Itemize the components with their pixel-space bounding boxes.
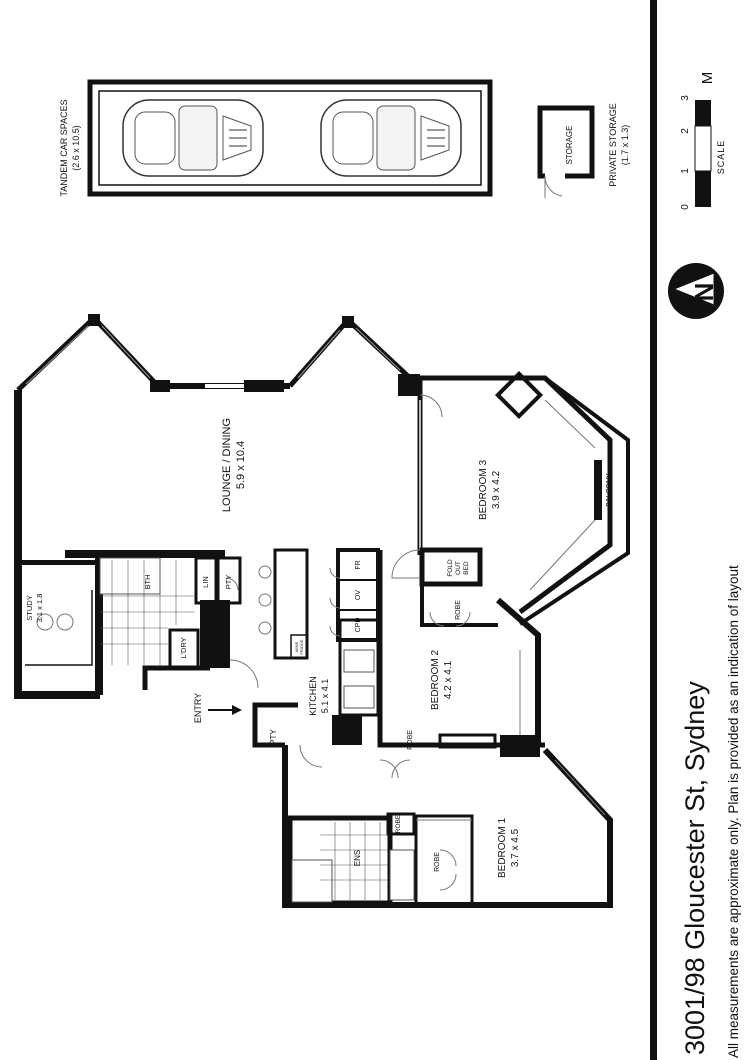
laundry-label: L'DRY [179,637,188,658]
room-bedroom1-size: 3.7 x 4.5 [510,828,521,867]
coffee-nook-label-2: NOOK [347,724,352,736]
scale-tick-2: 2 [680,128,691,134]
room-study-size: 3.1 x 1.8 [35,594,44,623]
balcony-label: BALCONY [606,473,613,507]
scale-tick-1: 1 [680,168,691,174]
room-bedroom3-size: 3.9 x 4.2 [491,470,502,509]
car-icon [122,99,264,177]
page-title: 3001/98 Gloucester St, Sydney [680,681,710,1055]
robe-label-ensuite: ROBE [395,814,402,833]
coffee-nook-label-1: COFFEE [342,722,347,739]
room-bedroom3-name: BEDROOM 3 [478,460,489,520]
apartment-walls [14,314,630,908]
entry-label: ENTRY [193,693,203,723]
scale-tick-3: 3 [680,95,691,101]
robe-label-bedroom1: ROBE [434,852,441,872]
fridge-label: FR [355,560,362,569]
room-lounge-name: LOUNGE / DINING [221,418,233,512]
room-lounge-size: 5.9 x 10.4 [235,441,247,489]
pty-label-core: PTY [224,575,233,590]
ensuite-floor-tiles [320,822,388,900]
scale-unit: M [699,72,716,85]
pty-label-kitchen: PTY [269,729,278,745]
compass-letter: N [689,283,719,302]
parking-title: TANDEM CAR SPACES [59,99,69,196]
fold-out-bed-label-1: FOLD [447,559,454,577]
wine-fridge-label-2: FRIDGE [299,639,304,654]
fold-out-bed-label-2: OUT [455,561,462,575]
north-arrow-icon: N [668,263,724,319]
scale-bar: 0 1 2 3 M SCALE [680,72,726,210]
oven-label: OV [355,590,362,600]
private-storage: STORAGE PRIVATE STORAGE (1.7 x 1.3) [537,103,630,198]
scale-tick-0: 0 [680,204,691,210]
robe-label-hall: ROBE [407,730,414,750]
tandem-car-spaces: TANDEM CAR SPACES (2.6 x 10.5) [59,79,493,197]
fold-out-bed-label-3: BED [463,561,470,575]
room-bedroom2-name: BEDROOM 2 [430,650,441,710]
room-kitchen-size: 5.1 x 4.1 [320,679,330,714]
parking-size: (2.6 x 10.5) [71,125,81,171]
room-study-name: STUDY [25,595,34,620]
bathroom-floor-tiles [100,560,195,665]
entry-arrow-icon [208,705,242,715]
info-strip-divider [650,0,657,1060]
cupboard-label: CPD [355,618,362,633]
linen-label: LIN [201,576,210,588]
scale-label: SCALE [716,140,726,175]
ensuite-label: ENS [353,850,362,866]
storage-room-label: STORAGE [565,126,574,165]
disclaimer: All measurements are approximate only. P… [726,565,741,1058]
bathroom-label: BTH [143,575,152,590]
room-bedroom2-size: 4.2 x 4.1 [443,660,454,699]
storage-size: (1.7 x 1.3) [620,125,630,166]
room-kitchen-name: KITCHEN [308,676,318,716]
robe-label-bedroom2: ROBE [455,600,462,620]
storage-title: PRIVATE STORAGE [608,103,618,187]
room-bedroom1-name: BEDROOM 1 [497,818,508,878]
wine-fridge-label-1: WINE [294,641,299,652]
car-icon [320,99,462,177]
